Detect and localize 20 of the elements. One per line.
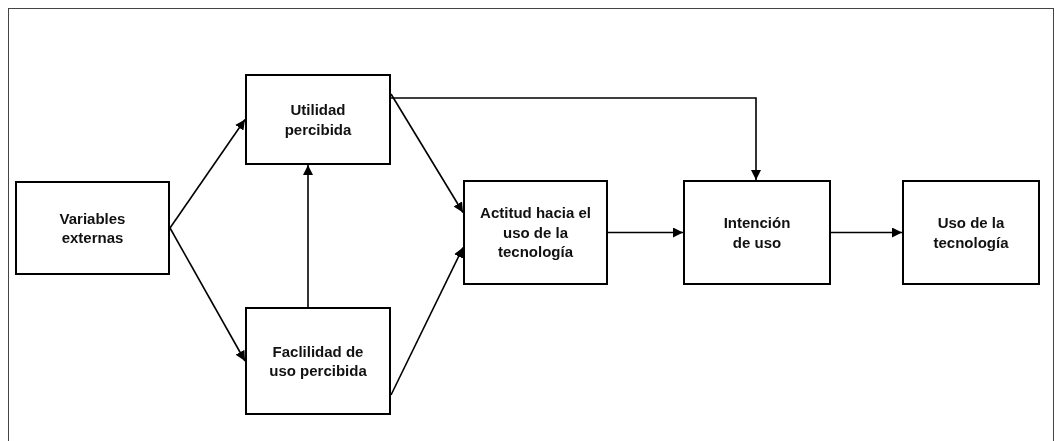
concept-box (683, 180, 831, 285)
arrow (169, 227, 246, 362)
box-label: Intención de uso (722, 213, 792, 252)
arrow (607, 227, 684, 238)
arrow (303, 164, 313, 308)
concept-box (15, 181, 170, 275)
arrow (390, 93, 464, 214)
concept-box (902, 180, 1040, 285)
box-label: Utilidad percibida (283, 100, 353, 139)
arrow (830, 227, 903, 238)
concept-box (245, 307, 391, 415)
box-label: Variables externas (58, 208, 127, 248)
arrow (390, 97, 761, 181)
concept-box (463, 180, 608, 285)
box-label: Uso de la tecnología (932, 213, 1010, 252)
box-label: Faclilidad de uso percibida (269, 341, 367, 381)
concept-box (245, 74, 391, 165)
box-label: Actitud hacia el uso de la tecnología (479, 203, 592, 262)
arrow (390, 246, 464, 396)
arrow (169, 118, 246, 229)
